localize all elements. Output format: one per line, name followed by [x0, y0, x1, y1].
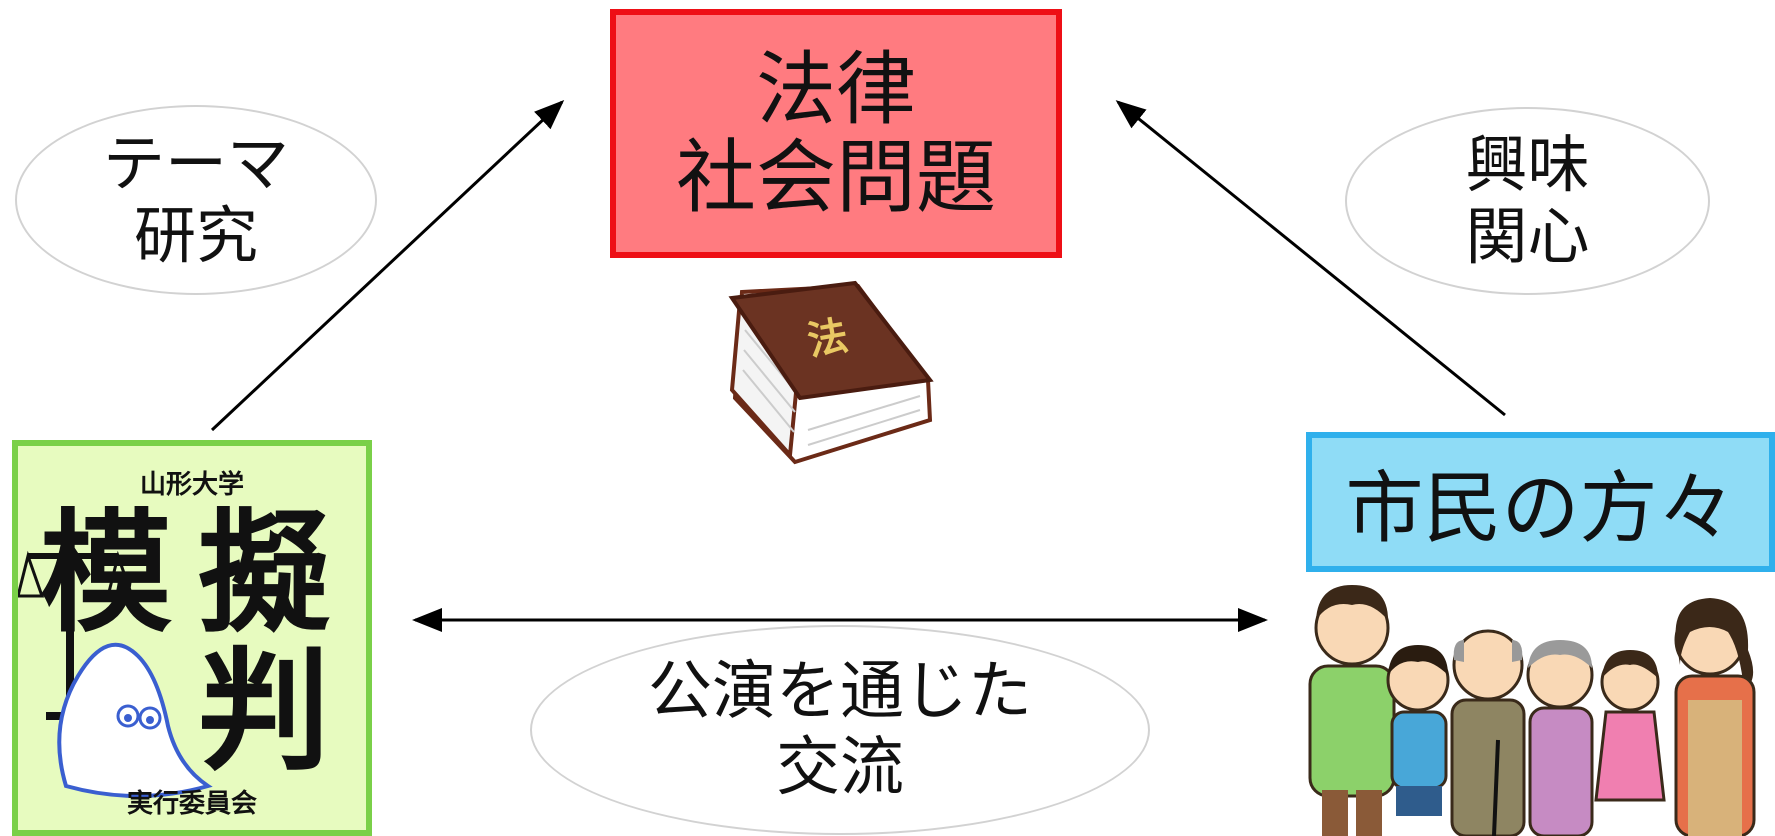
- theme-line2: 研究: [133, 199, 258, 272]
- citizens-group-icon: [1308, 585, 1756, 836]
- logo-char-mo: 模: [40, 496, 172, 651]
- exchange-line2: 交流: [776, 731, 904, 805]
- interest-line2: 関心: [1465, 200, 1590, 273]
- theme-line1: テーマ: [102, 127, 289, 200]
- interest-line1: 興味: [1465, 128, 1590, 201]
- logo-char-ban: 判: [198, 634, 330, 789]
- exchange-ellipse: 公演を通じた 交流: [530, 625, 1150, 835]
- arrow-citizens-to-law: [1115, 100, 1506, 417]
- law-book-spine-label: 法: [804, 313, 851, 365]
- logo-char-gi: 擬: [198, 496, 330, 651]
- law-box-line1: 法律: [756, 42, 916, 136]
- citizens-box-label: 市民の方々: [1345, 464, 1736, 554]
- citizens-box: 市民の方々: [1306, 432, 1775, 572]
- mock-trial-logo: 山形大学 模 擬 判 実行委員会: [12, 440, 372, 836]
- law-social-issues-box: 法律 社会問題: [610, 9, 1062, 258]
- logo-university: 山形大学: [139, 470, 244, 500]
- theme-research-ellipse: テーマ 研究: [15, 105, 377, 295]
- law-book-icon: [728, 280, 934, 465]
- logo-committee: 実行委員会: [126, 789, 257, 819]
- exchange-line1: 公演を通じた: [648, 655, 1032, 729]
- mascot-icon: [57, 642, 213, 798]
- interest-ellipse: 興味 関心: [1345, 107, 1710, 295]
- arrow-logo-to-law: [210, 99, 565, 432]
- law-box-line2: 社会問題: [676, 130, 996, 224]
